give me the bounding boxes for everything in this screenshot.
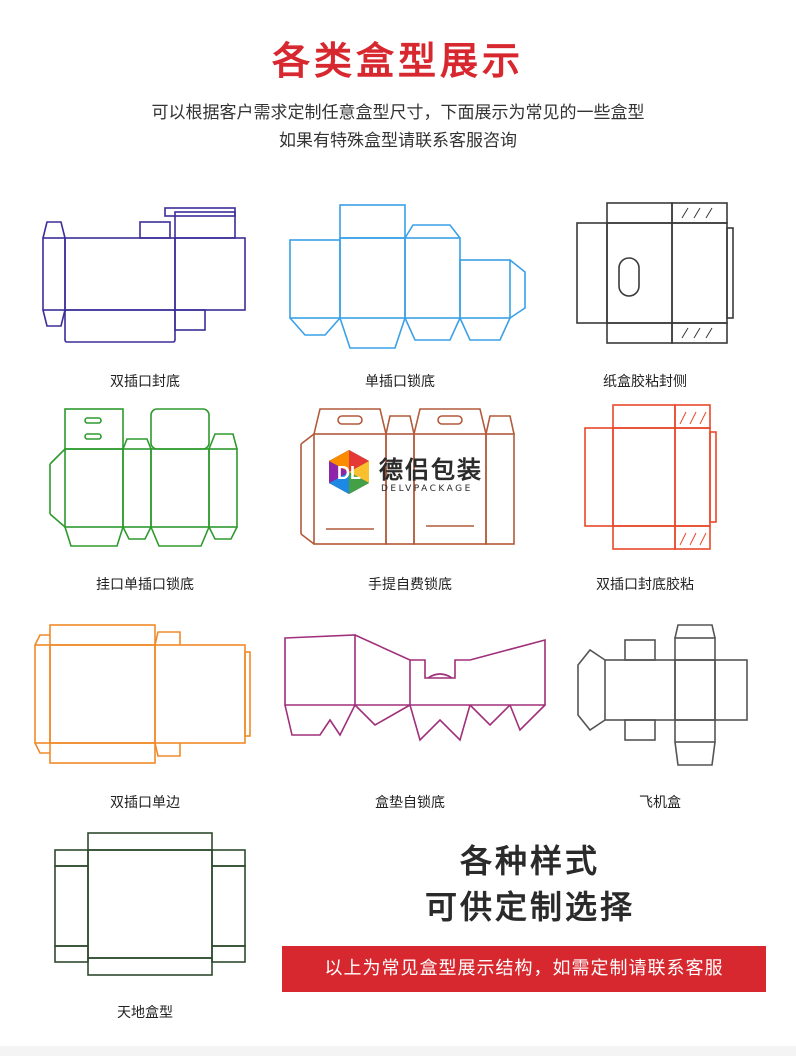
- box-label: 盒垫自锁底: [375, 795, 445, 811]
- box-label: 双插口封底: [110, 374, 180, 390]
- box-hang-tab-dieline: [45, 404, 305, 554]
- logo-mark-text: DL: [337, 463, 361, 483]
- slogan-line1: 各种样式: [459, 842, 600, 880]
- box-label: 双插口封底胶粘: [596, 577, 694, 593]
- box-lid-base-dieline: [50, 828, 310, 983]
- box-handle-lock-dieline: [296, 404, 556, 552]
- slogan-line2: 可供定制选择: [424, 888, 635, 926]
- brand-name-en: DELVPACKAGE: [381, 484, 473, 494]
- brand-logo: DL 德侣包装 DELVPACKAGE: [325, 448, 495, 504]
- brand-name: 德侣包装: [379, 455, 483, 484]
- box-single-tuck-dieline: [285, 200, 545, 355]
- page-title: 各类盒型展示: [271, 39, 524, 83]
- subtitle-line2: 如果有特殊盒型请联系客服咨询: [279, 131, 517, 151]
- box-pad-lock-dieline: [280, 630, 546, 750]
- box-label: 双插口单边: [110, 795, 180, 811]
- contact-banner: 以上为常见盒型展示结构，如需定制请联系客服: [282, 946, 766, 992]
- box-label: 天地盒型: [117, 1005, 173, 1021]
- box-label: 纸盒胶粘封侧: [603, 374, 687, 390]
- box-double-tuck-dieline: [35, 200, 295, 350]
- box-label: 手提自费锁底: [368, 577, 452, 593]
- box-glued-side-dieline: [572, 198, 796, 348]
- box-double-tuck-single-dieline: [30, 620, 290, 770]
- box-label: 飞机盒: [639, 795, 681, 811]
- box-label: 单插口锁底: [365, 374, 435, 390]
- box-mailer-dieline: [570, 620, 796, 770]
- subtitle-line1: 可以根据客户需求定制任意盒型尺寸，下面展示为常见的一些盒型: [151, 103, 645, 123]
- logo-mark-icon: DL: [329, 450, 369, 494]
- bottom-divider: [0, 1046, 796, 1056]
- box-label: 挂口单插口锁底: [96, 577, 194, 593]
- box-double-tuck-glued-dieline: [580, 400, 796, 555]
